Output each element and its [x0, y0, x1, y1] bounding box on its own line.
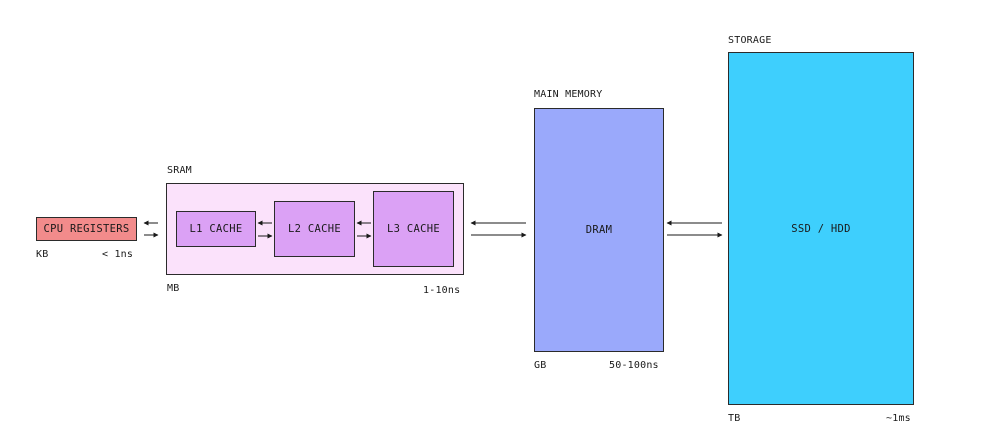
sram-title: SRAM	[167, 165, 192, 176]
cpu-latency-label: < 1ns	[102, 249, 134, 260]
storage-label: SSD / HDD	[791, 222, 851, 235]
dram-latency-label: 50-100ns	[609, 360, 659, 371]
l3-cache-label: L3 CACHE	[387, 223, 440, 235]
l2-cache-label: L2 CACHE	[288, 223, 341, 235]
l3-cache-box: L3 CACHE	[373, 191, 454, 267]
l1-cache-box: L1 CACHE	[176, 211, 256, 247]
sram-latency-label: 1-10ns	[423, 285, 461, 296]
l1-cache-label: L1 CACHE	[189, 223, 243, 235]
dram-size-label: GB	[534, 360, 547, 371]
dram-box: DRAM	[534, 108, 664, 352]
cpu-size-label: KB	[36, 249, 49, 260]
main-memory-title: MAIN MEMORY	[534, 89, 603, 100]
storage-title: STORAGE	[728, 35, 772, 46]
cpu-registers-label: CPU REGISTERS	[43, 223, 130, 235]
cpu-registers-box: CPU REGISTERS	[36, 217, 137, 241]
l2-cache-box: L2 CACHE	[274, 201, 355, 257]
dram-label: DRAM	[585, 224, 613, 236]
sram-size-label: MB	[167, 283, 180, 294]
storage-size-label: TB	[728, 413, 741, 424]
storage-box: SSD / HDD	[728, 52, 914, 405]
storage-latency-label: ~1ms	[886, 413, 911, 424]
